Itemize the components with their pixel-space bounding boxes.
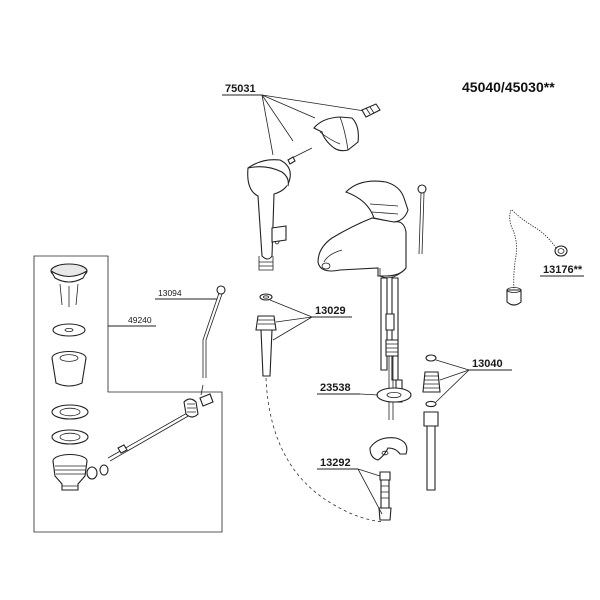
- drain-set-group: [33, 255, 223, 533]
- drain-plug-rim: [50, 270, 88, 283]
- drain-body: [52, 460, 88, 491]
- faucet-lift-rod: [418, 192, 422, 255]
- drain-outlet-washer: [99, 464, 109, 476]
- pop-up-rod: [202, 292, 220, 378]
- fixing-horseshoe-plate: [369, 437, 408, 461]
- hose-set-group: 13029: [255, 293, 385, 523]
- chain: [509, 209, 517, 291]
- connection-washer: [425, 400, 437, 408]
- hose-fitting: [260, 329, 273, 377]
- drain-set-frame: [33, 255, 223, 533]
- handshower-holder-group: 75031: [222, 83, 381, 165]
- drain-washer-2: [51, 429, 89, 445]
- mounting-washer: [376, 387, 412, 403]
- pop-up-rod-group: 13094: [155, 285, 226, 378]
- label-drain-set: 49240: [108, 315, 156, 327]
- fixing-set-group: 13292: [317, 437, 408, 521]
- fixing-set-part-number: 13292: [320, 457, 351, 469]
- pivot-clip: [199, 393, 214, 407]
- hose-dashed-path: [265, 377, 385, 523]
- model-number-title: 45040/45030**: [462, 79, 555, 95]
- fixing-nut-rod: [380, 479, 390, 509]
- chain-plug: [506, 289, 522, 306]
- connection-hose: [426, 425, 436, 491]
- wall-plug: [361, 103, 381, 118]
- drain-plug-stem: [59, 283, 79, 307]
- hose-set-part-number: 13029: [315, 305, 346, 317]
- drain-seal-ring: [52, 323, 86, 337]
- faucet-body: [317, 180, 427, 420]
- chain-plug-group: 13176**: [506, 209, 584, 306]
- connection-set-group: 13040: [422, 354, 512, 491]
- fixing-washer: [379, 471, 391, 481]
- pop-up-rod-part-number: 13094: [158, 288, 182, 298]
- holder-screw: [291, 147, 313, 159]
- drain-set-part-number: 49240: [128, 315, 152, 325]
- faucet-spout: [317, 217, 407, 277]
- chain-plug-part-number: 13176**: [543, 264, 583, 276]
- faucet-lever-knob: [417, 184, 427, 194]
- hose-nut: [255, 315, 277, 331]
- hose-washer: [259, 293, 273, 301]
- handshower: [247, 159, 291, 271]
- handshower-holder-part-number: 75031: [225, 83, 256, 95]
- drain-washer-1: [51, 404, 89, 420]
- connection-nut: [422, 371, 441, 393]
- connection-set-part-number: 13040: [472, 358, 503, 370]
- drain-outlet-nut: [86, 466, 98, 480]
- chain-ring: [554, 245, 568, 257]
- handshower-button: [271, 225, 287, 243]
- mounting-washer-group: 23538: [317, 382, 412, 403]
- pop-up-rod-knob: [216, 285, 226, 295]
- holder-bracket: [313, 116, 359, 152]
- connection-o-ring: [425, 354, 437, 362]
- faucet-lever: [345, 180, 409, 223]
- fixing-nut: [378, 507, 392, 521]
- connection-sleeve: [423, 411, 439, 427]
- handshower-body: [247, 159, 291, 260]
- mounting-washer-part-number: 23538: [320, 382, 351, 394]
